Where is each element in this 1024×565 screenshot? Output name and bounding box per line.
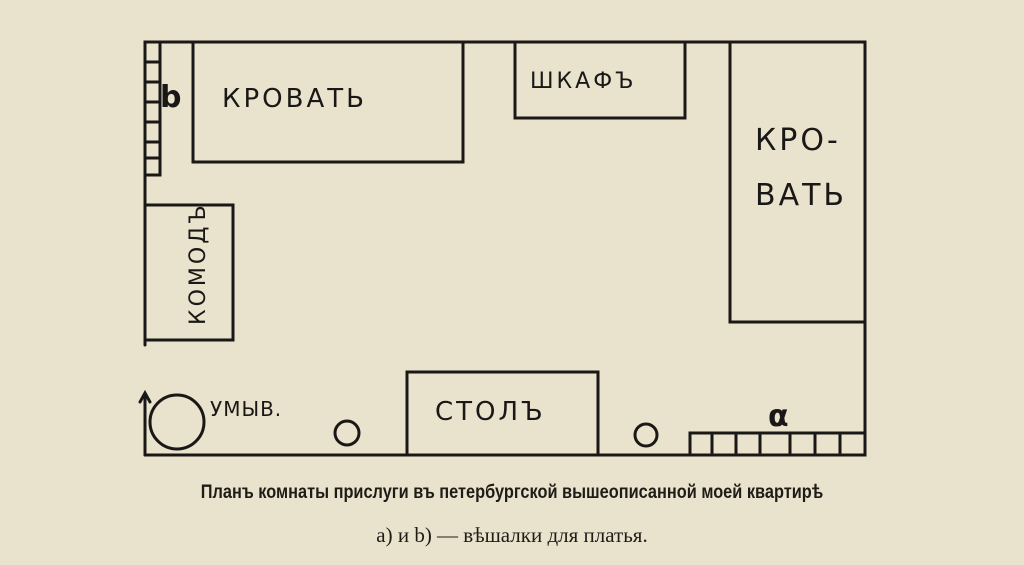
bed-right-label-2: ВАТЬ [755,178,847,213]
hanger-b-label: b [160,80,184,115]
bed-left: КРОВАТЬ [191,40,465,164]
caption-note: a) и b) — вѣшалки для платья. [376,523,648,547]
dresser-label: КОМОДЪ [186,202,211,325]
wardrobe: ШКАФЪ [513,40,687,120]
table: СТОЛЪ [405,370,600,457]
floor-plan: b КРОВАТЬ ШКАФЪ КРО- ВАТЬ КОМОДЪ УМЫВ. С… [138,40,867,457]
washstand-label: УМЫВ. [210,397,282,421]
washstand: УМЫВ. [148,393,282,451]
hanger-a: α [688,399,867,457]
bed-right: КРО- ВАТЬ [728,40,867,324]
stool-left [333,419,361,447]
bed-right-label-1: КРО- [755,123,841,158]
hanger-a-label: α [768,399,792,434]
hanger-b: b [143,40,184,177]
bed-left-label: КРОВАТЬ [222,84,367,114]
caption-title: Планъ комнаты прислуги въ петербургской … [200,482,824,503]
stool-right [633,422,659,448]
table-label: СТОЛЪ [435,397,546,427]
wardrobe-label: ШКАФЪ [530,69,636,94]
dresser: КОМОДЪ [143,202,235,342]
